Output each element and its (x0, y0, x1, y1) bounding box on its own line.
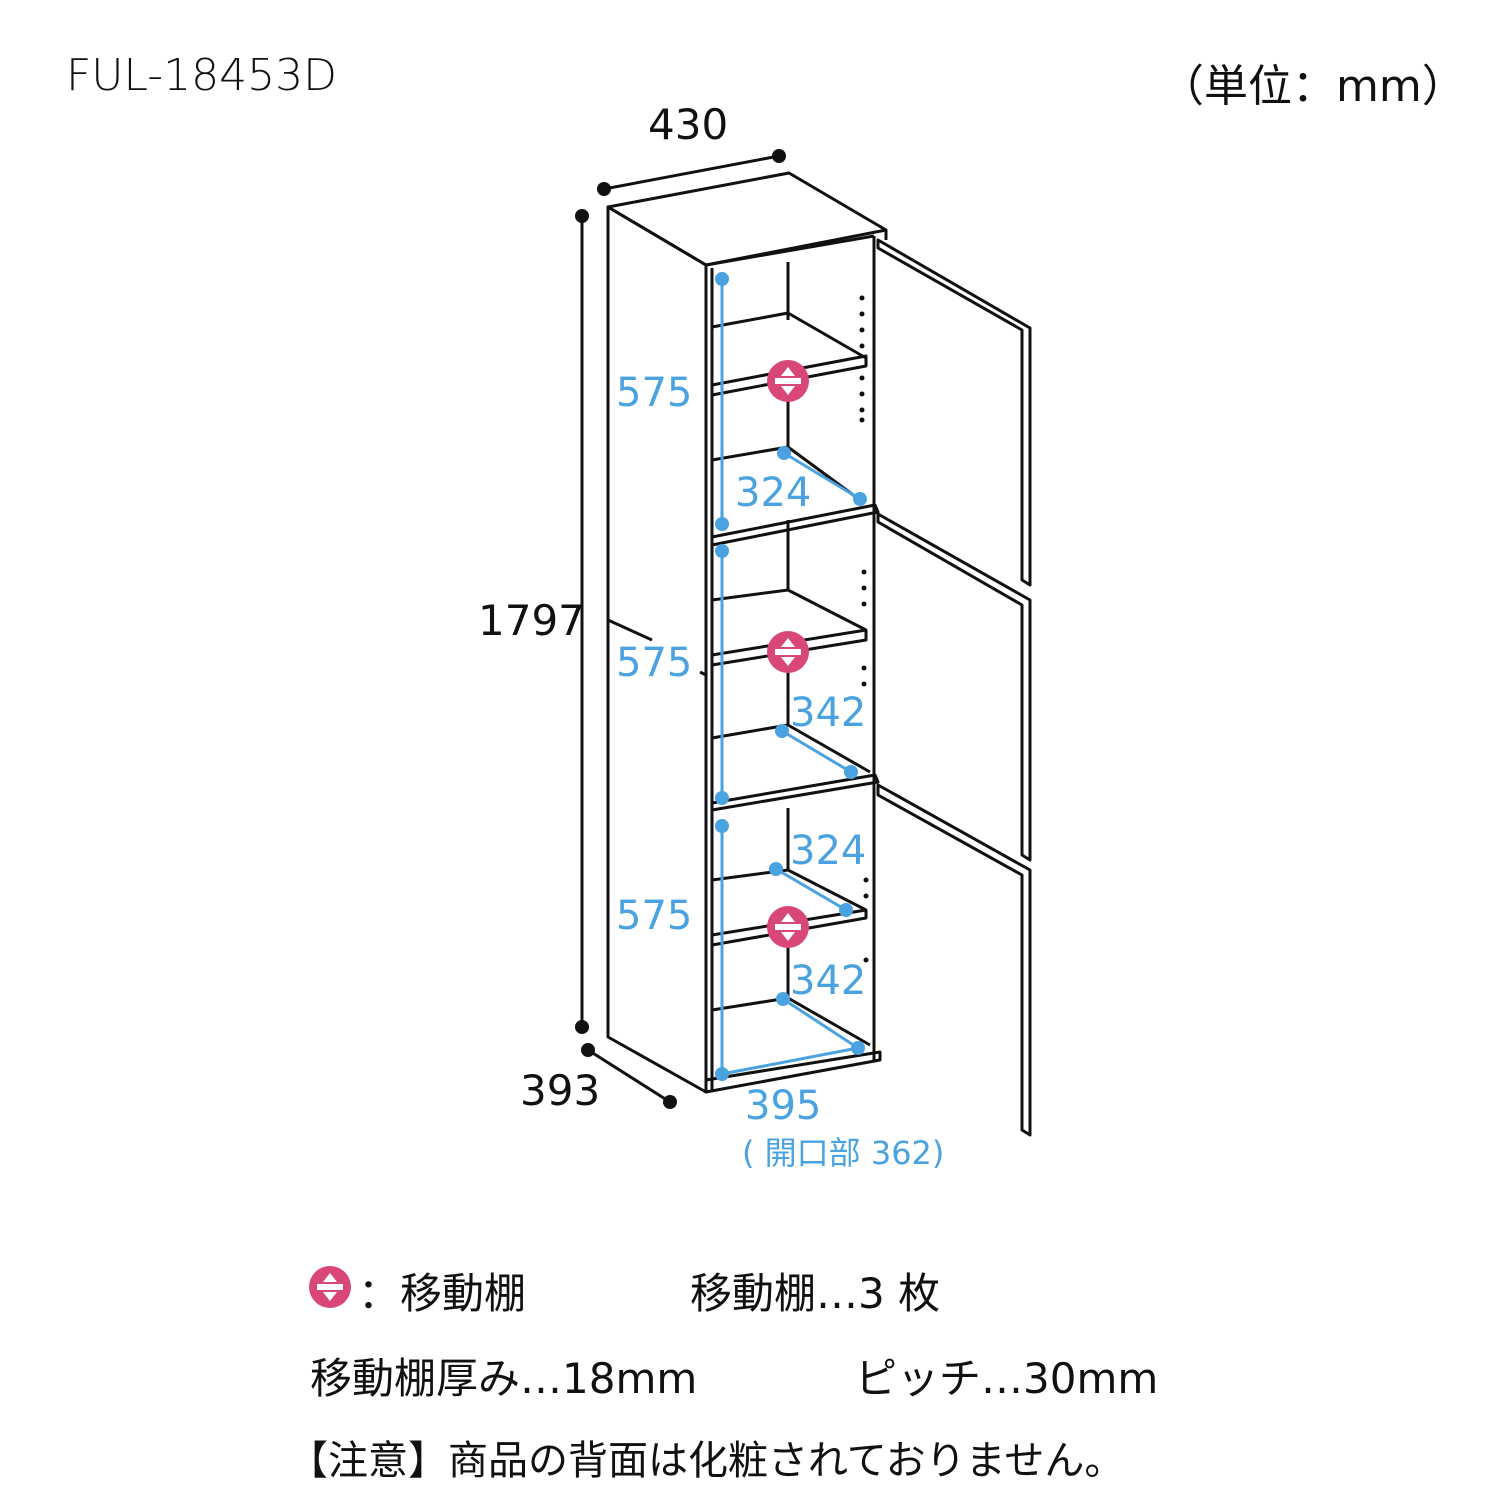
legend-shelf-count: 移動棚…3 枚 (690, 1269, 941, 1318)
section-1-shelf-depth: 324 (735, 470, 812, 516)
section-3-shelf-depth-upper: 324 (790, 828, 867, 874)
legend-shelf-thickness: 移動棚厚み…18mm (310, 1354, 698, 1403)
height-dimension: 1797 (478, 596, 585, 645)
section-1-height: 575 (616, 370, 693, 416)
unit-label: （単位：mm） (1160, 61, 1466, 112)
width-dimension: 430 (648, 100, 729, 149)
inner-width-dimension: 395 (745, 1083, 822, 1129)
section-2-shelf-depth: 342 (790, 690, 867, 736)
legend-pitch: ピッチ…30mm (855, 1354, 1159, 1403)
model-number: FUL-18453D (66, 50, 337, 101)
section-3-height: 575 (616, 893, 693, 939)
opening-width-note: ( 開口部 362) (742, 1134, 945, 1172)
legend-marker-label: ：移動棚 (358, 1269, 527, 1318)
movable-shelf-icon (309, 360, 809, 1308)
section-2-height: 575 (616, 640, 693, 686)
section-3-shelf-depth-lower: 342 (790, 958, 867, 1004)
depth-dimension: 393 (520, 1066, 601, 1115)
back-panel-note: 【注意】商品の背面は化粧されておりません。 (288, 1438, 1125, 1484)
